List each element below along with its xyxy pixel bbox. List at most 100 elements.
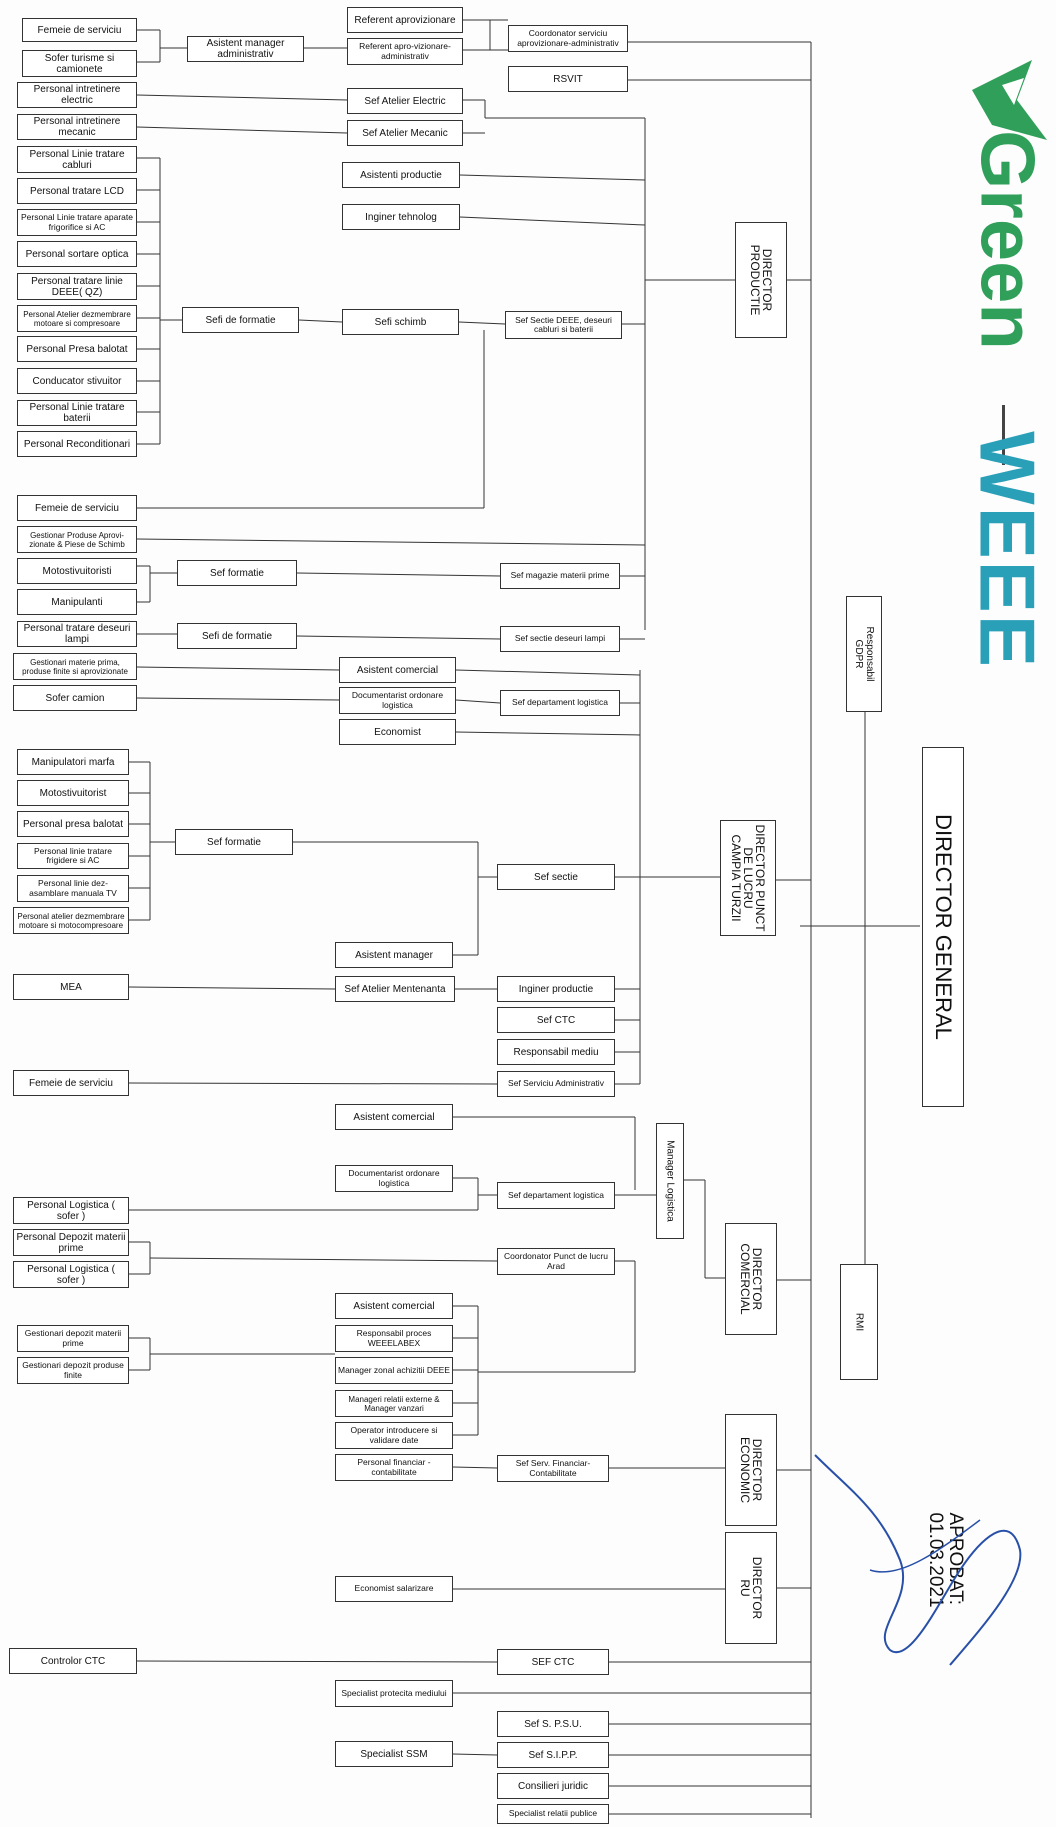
connector-line <box>455 699 501 704</box>
referent-aprovizionare: Referent aprovizionare <box>347 7 463 33</box>
femeie-de-serviciu-1: Femeie de serviciu <box>22 18 137 42</box>
economist: Economist <box>339 719 456 745</box>
connector-line <box>149 1257 498 1262</box>
director-comercial-label: DIRECTOR COMERCIAL <box>738 1243 764 1315</box>
director-economic-label: DIRECTOR ECONOMIC <box>738 1437 764 1503</box>
connector-line <box>136 1660 498 1663</box>
sef-serviciu-administrativ: Sef Serviciu Administrativ <box>497 1071 615 1097</box>
asistent-comercial-1: Asistent comercial <box>339 657 456 683</box>
connector-line <box>136 126 348 134</box>
gestionari-depozit-produse-finite: Gestionari depozit produse finite <box>17 1357 129 1384</box>
consilieri-juridic: Consilieri juridic <box>497 1773 609 1799</box>
sef-s-ipp: Sef S.I.P.P. <box>497 1742 609 1768</box>
conducator-stivuitor: Conducator stivuitor <box>17 368 137 394</box>
personal-presa-balotat-2: Personal presa balotat <box>17 811 129 837</box>
logo-word-green: Green <box>964 130 1050 350</box>
personal-sortare-optica: Personal sortare optica <box>17 241 137 267</box>
sef-formatie-2: Sef formatie <box>175 829 293 855</box>
sef-formatie-1: Sef formatie <box>177 560 297 586</box>
sef-sectie-deseuri-lampi: Sef sectie deseuri lampi <box>500 626 620 652</box>
director-comercial-box: DIRECTOR COMERCIAL <box>725 1223 777 1335</box>
connector-line <box>452 1753 498 1756</box>
operator-introducere-date: Operator introducere si validare date <box>335 1422 453 1449</box>
personal-reconditionari: Personal Reconditionari <box>17 431 137 457</box>
connector-line <box>298 319 343 323</box>
coordonator-serviciu-aprovizionare: Coordonator serviciu aprovizionare-admin… <box>508 25 628 52</box>
director-ru-label: DIRECTOR RU <box>738 1556 764 1620</box>
sofer-camion: Sofer camion <box>13 685 137 711</box>
connector-line <box>136 538 646 546</box>
sef-s-psu: Sef S. P.S.U. <box>497 1711 609 1737</box>
rsvit: RSVIT <box>508 66 628 92</box>
rmi-box: RMI <box>840 1264 878 1380</box>
rmi-label: RMI <box>853 1312 865 1332</box>
connector-line <box>459 216 646 226</box>
connector-line <box>296 635 501 640</box>
personal-tratare-lcd: Personal tratare LCD <box>17 178 137 204</box>
responsabil-proces-weeelabex: Responsabil proces WEEELABEX <box>335 1325 453 1352</box>
sef-magazie-materii-prime: Sef magazie materii prime <box>500 563 620 589</box>
personal-linie-frigorifice: Personal Linie tratare aparate frigorifi… <box>17 209 137 236</box>
director-economic-box: DIRECTOR ECONOMIC <box>725 1414 777 1526</box>
gestionari-depozit-materii-prime: Gestionari depozit materii prime <box>17 1325 129 1352</box>
motostivuitorist: Motostivuitorist <box>17 780 129 806</box>
sofer-turism: Sofer turisme si camionete <box>22 50 137 77</box>
gestionar-produse-aprovizionate: Gestionar Produse Aprovi-zionate & Piese… <box>17 526 137 553</box>
director-productie-box: DIRECTOR PRODUCTIE <box>735 222 787 338</box>
connector-line <box>452 1466 498 1469</box>
sef-serv-financiar-contabilitate: Sef Serv. Financiar- Contabilitate <box>497 1455 609 1482</box>
personal-linie-frigidere: Personal linie tratare frigidere si AC <box>17 843 129 869</box>
personal-intretinere-electric: Personal intretinere electric <box>17 82 137 108</box>
connector-line <box>136 666 340 671</box>
specialist-protectia-mediului: Specialist protecita mediului <box>335 1680 453 1707</box>
connector-line <box>455 731 641 736</box>
connector-line <box>136 697 340 701</box>
manipulanti: Manipulanti <box>17 589 137 615</box>
director-ru-box: DIRECTOR RU <box>725 1532 777 1644</box>
asistent-manager: Asistent manager <box>335 942 453 968</box>
asistent-manager-administrativ: Asistent manager administrativ <box>187 36 304 62</box>
femeie-de-serviciu-3: Femeie de serviciu <box>13 1070 129 1096</box>
controlor-ctc: Controlor CTC <box>9 1648 137 1674</box>
personal-logistica-sofer-2: Personal Logistica ( sofer ) <box>13 1261 129 1288</box>
fox-logo-icon <box>972 60 1047 140</box>
connector-line <box>455 669 641 676</box>
director-general-box: DIRECTOR GENERAL <box>922 747 964 1107</box>
manipulatori-marfa: Manipulatori marfa <box>17 749 129 775</box>
director-general-label: DIRECTOR GENERAL <box>931 814 956 1040</box>
sefi-de-formatie-1: Sefi de formatie <box>182 307 299 333</box>
green-weee-logo: Green WEEE <box>962 30 1052 690</box>
manager-zonal-achizitii: Manager zonal achizitii DEEE <box>335 1357 453 1384</box>
economist-salarizare: Economist salarizare <box>335 1576 453 1602</box>
sefi-de-formatie-2: Sefi de formatie <box>177 623 297 649</box>
sef-atelier-electric: Sef Atelier Electric <box>347 88 463 114</box>
director-punct-lucru-label: DIRECTOR PUNCT DE LUCRU CAMPIA TURZII <box>729 824 767 932</box>
documentarist-ordonare-1: Documentarist ordonare logistica <box>339 687 456 714</box>
sef-ctc-1: Sef CTC <box>497 1007 615 1033</box>
sef-atelier-mecanic: Sef Atelier Mecanic <box>347 120 463 146</box>
connector-line <box>128 1082 498 1085</box>
asistent-comercial-2: Asistent comercial <box>335 1104 453 1130</box>
asistenti-productie: Asistenti productie <box>342 162 460 188</box>
connector-line <box>136 94 348 101</box>
personal-atelier-dezmembrare-1: Personal Atelier dezmembrare motoare si … <box>17 305 137 332</box>
sef-departament-logistica-2: Sef departament logistica <box>497 1182 615 1209</box>
logo-separator <box>1002 405 1005 465</box>
personal-dezasamblare-tv: Personal linie dez-asamblare manuala TV <box>17 875 129 902</box>
director-productie-label: DIRECTOR PRODUCTIE <box>748 244 774 316</box>
specialist-relatii-publice: Specialist relatii publice <box>497 1804 609 1824</box>
sefi-schimb: Sefi schimb <box>342 309 459 335</box>
connector-line <box>459 174 646 181</box>
logo-word-weee: WEEE <box>963 431 1052 669</box>
manageri-relatii-externe: Manageri relatii externe & Manager vanza… <box>335 1390 453 1417</box>
sef-departament-logistica-1: Sef departament logistica <box>500 690 620 716</box>
personal-intretinere-mecanic: Personal intretinere mecanic <box>17 114 137 140</box>
gestionari-materie-prima: Gestionari materie prima, produse finite… <box>13 653 137 680</box>
signature-mark <box>814 1454 1022 1666</box>
personal-presa-balotat-1: Personal Presa balotat <box>17 336 137 362</box>
personal-financiar-contabilitate: Personal financiar - contabilitate <box>335 1454 453 1481</box>
personal-logistica-sofer-1: Personal Logistica ( sofer ) <box>13 1197 129 1224</box>
motostivuitoristi: Motostivuitoristi <box>17 558 137 584</box>
